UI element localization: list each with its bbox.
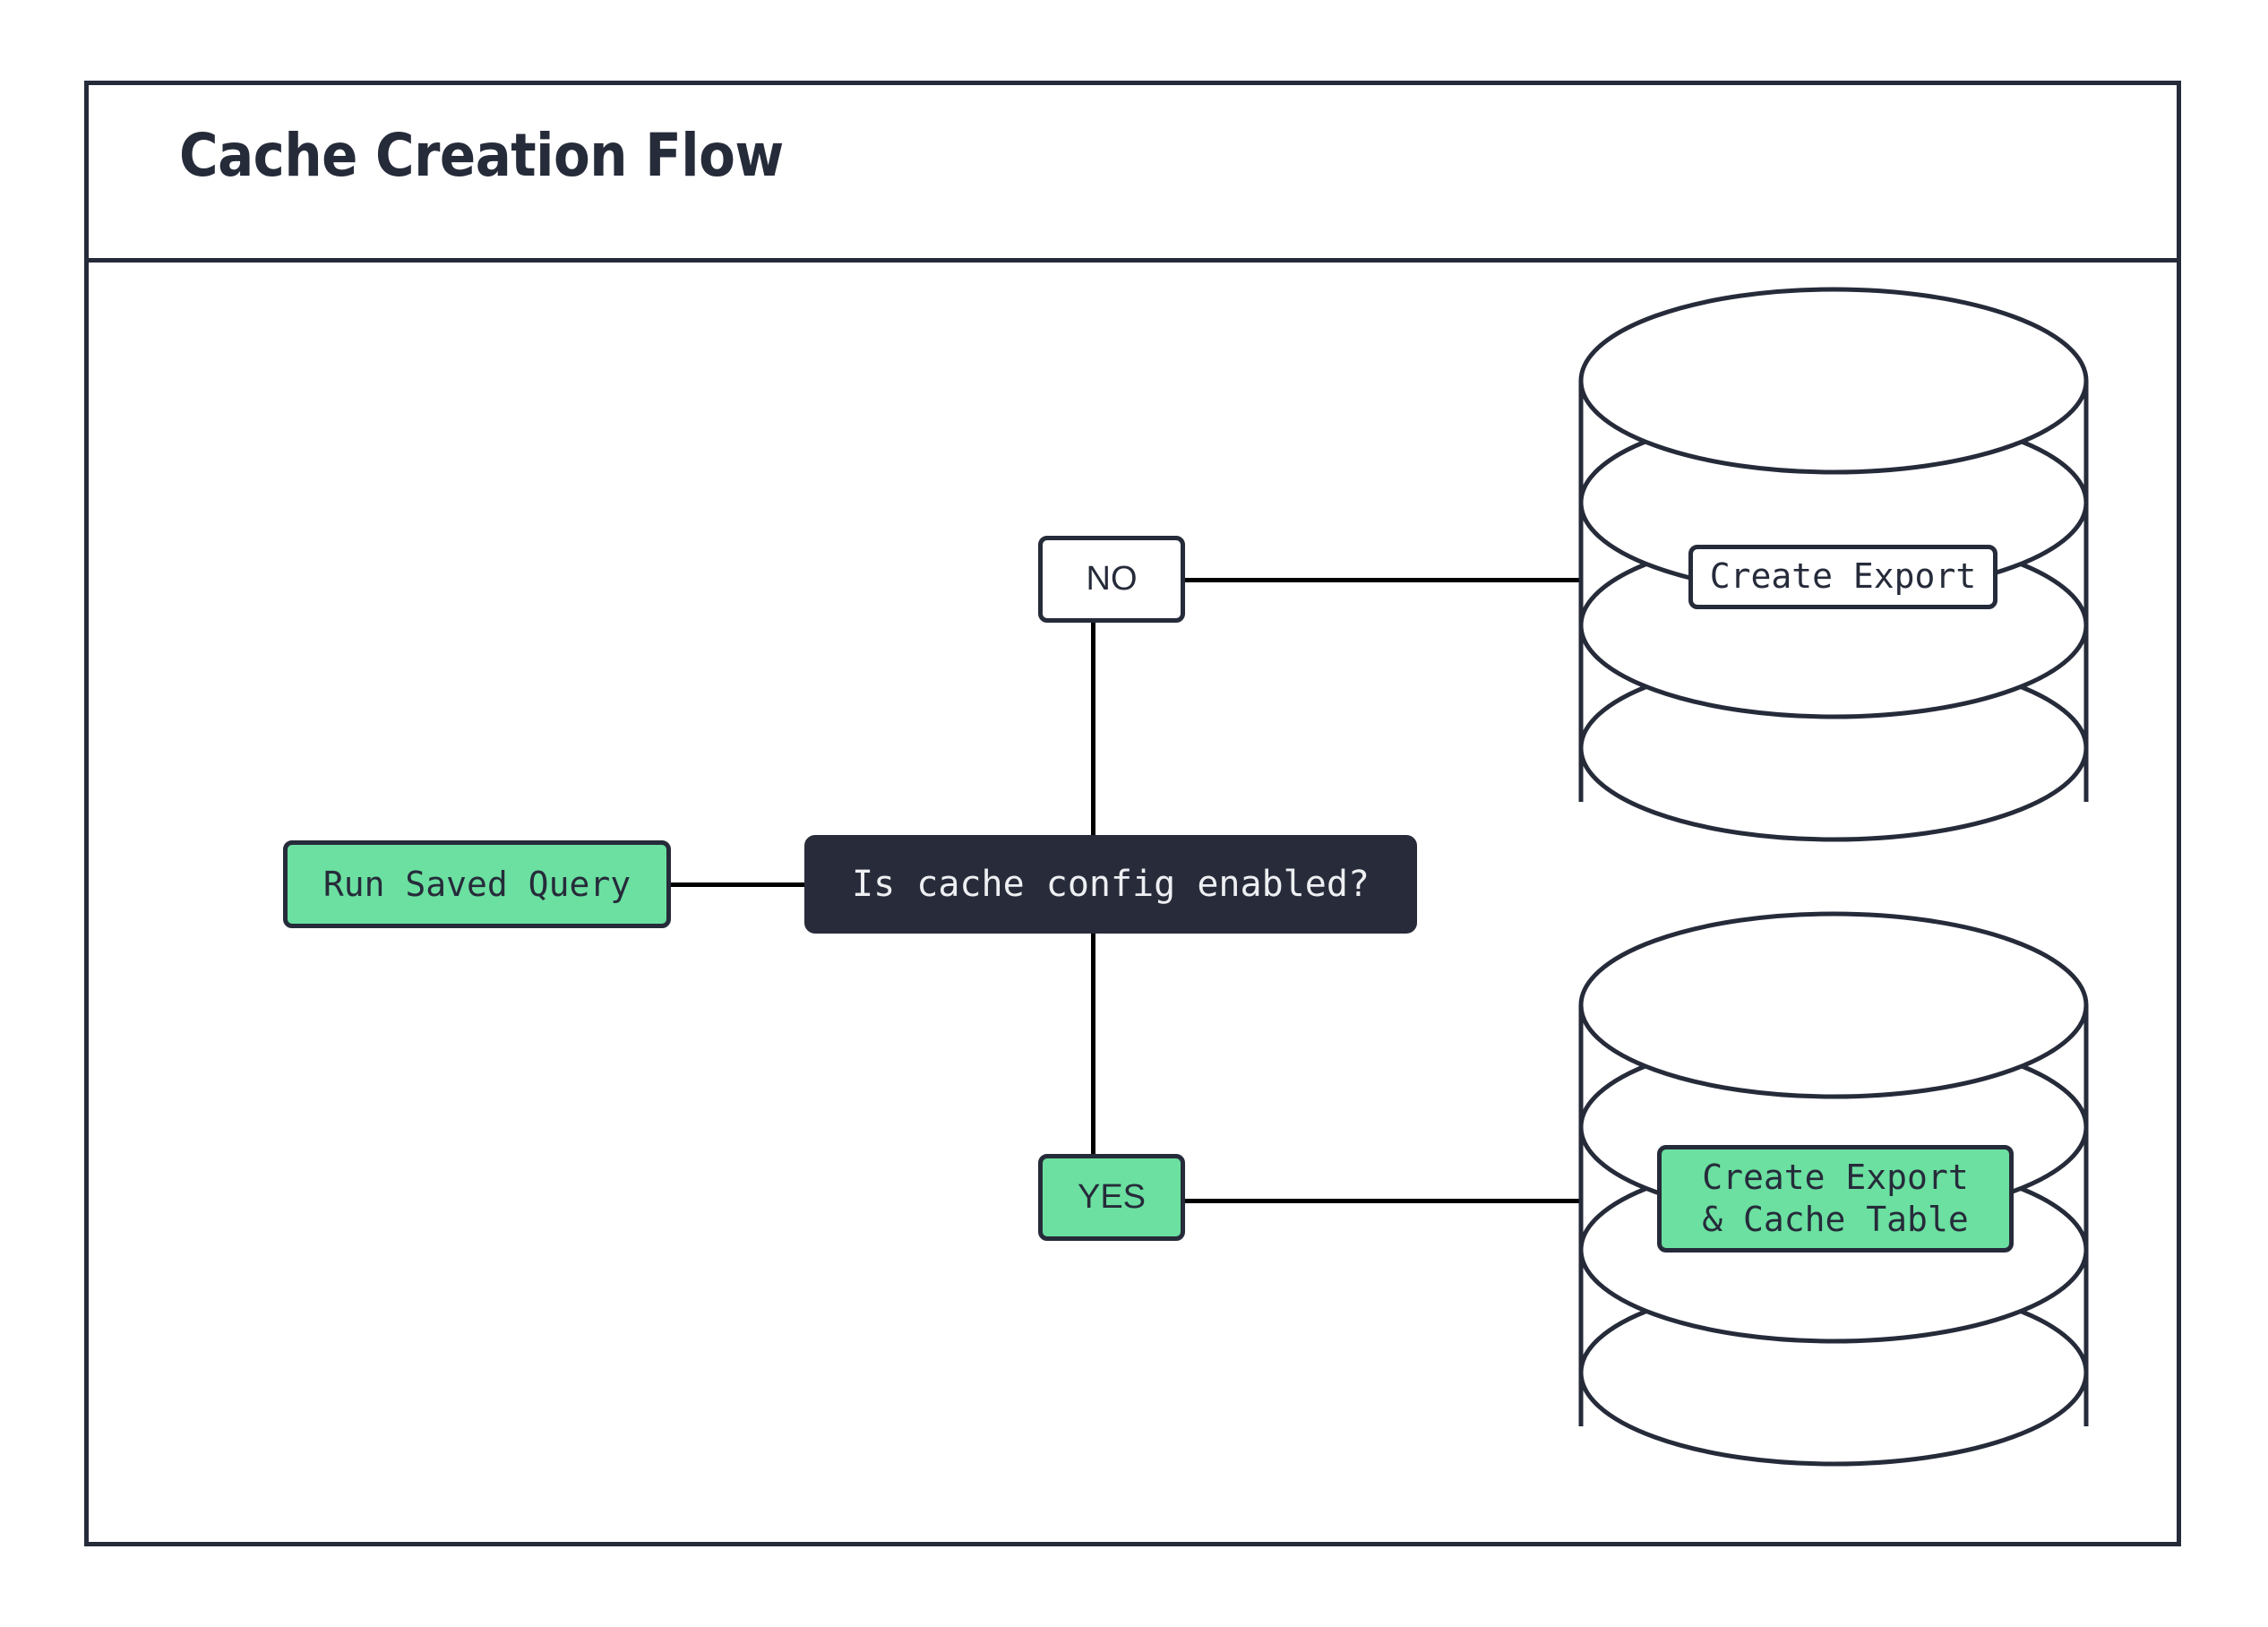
edge-start-to-decision — [668, 882, 810, 887]
node-is-cache-config-enabled[interactable]: Is cache config enabled? — [804, 835, 1417, 934]
db-label-create-export-cache-table[interactable]: Create Export & Cache Table — [1657, 1145, 2014, 1253]
page-title: Cache Creation Flow — [179, 121, 784, 190]
node-branch-yes[interactable]: YES — [1038, 1154, 1185, 1241]
db-label-create-export[interactable]: Create Export — [1688, 545, 1997, 609]
edge-decision-to-no — [1091, 620, 1095, 838]
diagram-title-bar — [84, 81, 2181, 263]
edge-decision-to-yes — [1091, 932, 1095, 1154]
node-branch-no[interactable]: NO — [1038, 536, 1185, 623]
edge-no-to-db-top — [1184, 578, 1581, 582]
edge-yes-to-db-bottom — [1184, 1199, 1581, 1203]
node-run-saved-query[interactable]: Run Saved Query — [283, 840, 671, 928]
diagram-frame — [84, 81, 2181, 1546]
